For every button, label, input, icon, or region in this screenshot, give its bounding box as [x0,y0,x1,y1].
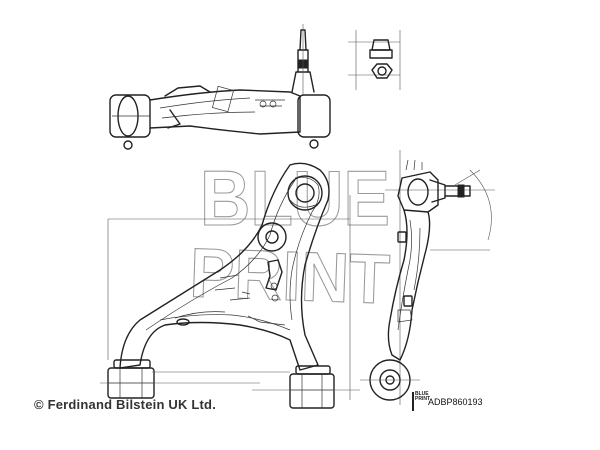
copyright-notice: © Ferdinand Bilstein UK Ltd. [34,397,217,412]
watermark-line2: PRINT [188,234,391,319]
brand-logo-line1: BLUE [415,391,429,397]
nut-detail [348,30,401,90]
watermark-line1: BLUE [200,154,390,242]
part-number: ADBP860193 [428,397,483,407]
side-view [360,150,495,405]
brand-logo-line2: PRINT [415,396,430,402]
watermark: BLUE PRINT [188,153,392,319]
brand-logo: BLUE PRINT [412,391,430,411]
top-view [109,24,331,150]
front-view [100,162,360,409]
